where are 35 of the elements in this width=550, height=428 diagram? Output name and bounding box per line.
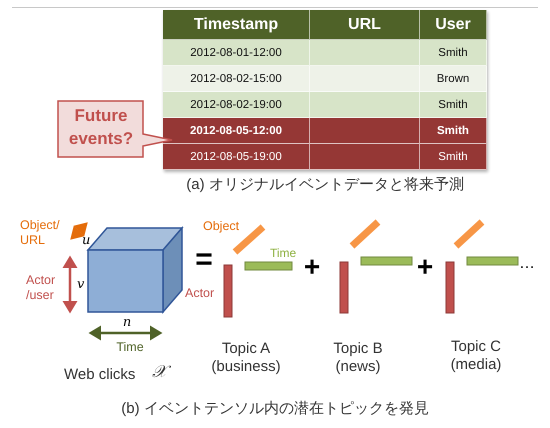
callout-text: Future events? <box>68 105 134 150</box>
axis-label: Time <box>270 246 298 260</box>
axis-symbol: v <box>77 277 86 293</box>
table-cell: Smith <box>420 144 487 170</box>
table-cell: 2012-08-01-12:00 <box>163 40 310 66</box>
plus-sign: + <box>416 250 434 284</box>
header-cell: User <box>420 10 487 40</box>
table-cell: 2012-08-02-19:00 <box>163 92 310 118</box>
axis-symbol: n <box>122 315 132 331</box>
table-cell: Brown <box>420 66 487 92</box>
table-cell: 2012-08-05-12:00 <box>163 118 310 144</box>
table-cell: Smith <box>420 40 487 66</box>
tensor-symbol: 𝒳 <box>152 362 176 382</box>
header-cell: URL <box>310 10 420 40</box>
topic-label: Topic C (media) <box>450 338 502 374</box>
table-cell: 2012-08-05-19:00 <box>163 144 310 170</box>
table-cell: Smith <box>420 118 487 144</box>
plus-sign: + <box>302 250 322 284</box>
axis-symbol: u <box>82 233 92 249</box>
ellipsis: … <box>519 254 536 274</box>
figure-label: Web clicks <box>64 366 136 384</box>
topic-label: Topic A (business) <box>210 340 282 376</box>
axis-label: Actor <box>185 286 216 301</box>
topic-label: Topic B (news) <box>332 340 384 376</box>
axis-label: Actor /user <box>26 273 56 303</box>
caption: (b) イベントテンソル内の潜在トピックを発見 <box>120 400 430 418</box>
axis-label: Object <box>203 219 240 234</box>
caption: (a) オリジナルイベントデータと将来予測 <box>185 176 465 194</box>
axis-label: Time <box>115 340 145 355</box>
table-cell: Smith <box>420 92 487 118</box>
equals-sign: = <box>194 242 214 278</box>
axis-label: Object/ URL <box>20 218 61 248</box>
callout-box <box>57 100 173 158</box>
table-cell: 2012-08-02-15:00 <box>163 66 310 92</box>
header-cell: Timestamp <box>163 10 310 40</box>
